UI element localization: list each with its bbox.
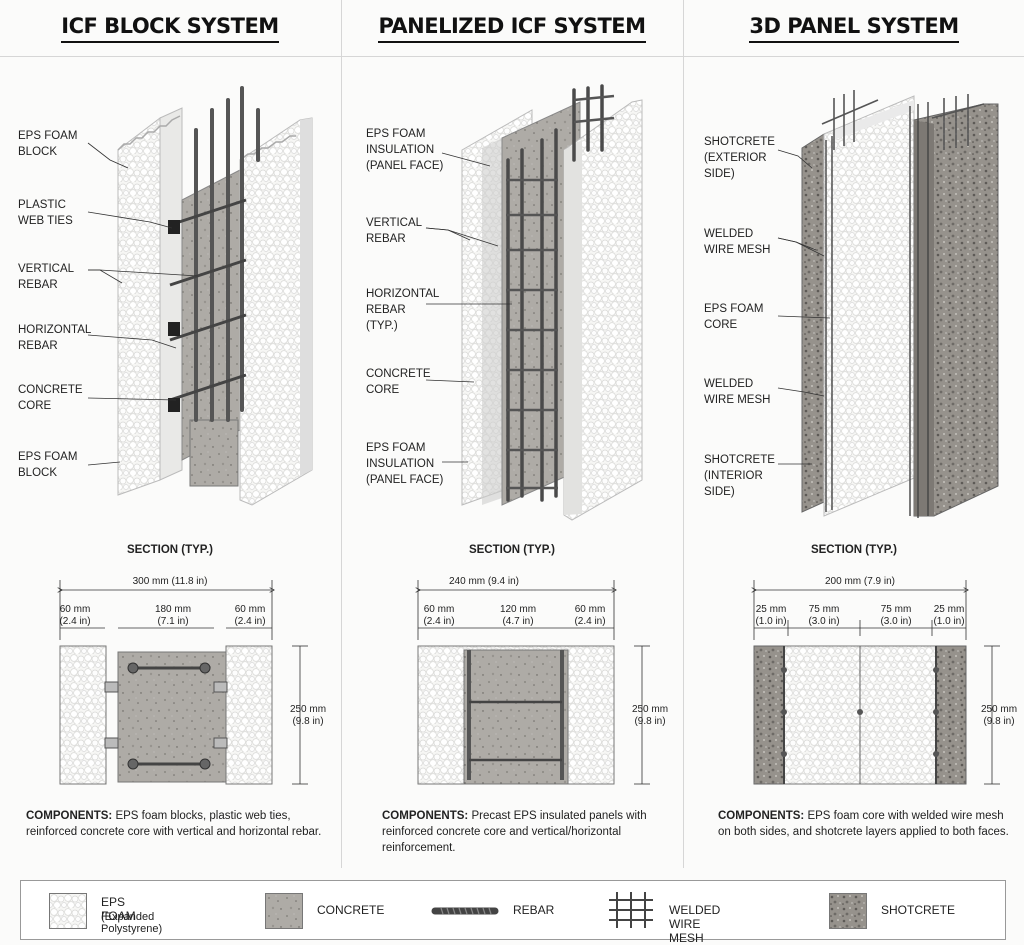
- callout-welded-wire-mesh: WELDED WIRE MESH: [704, 378, 771, 406]
- components-description: COMPONENTS: Precast EPS insulated panels…: [382, 810, 647, 854]
- part-dimension: 75 mm (3.0 in): [880, 604, 912, 627]
- icf-block-system-column: ICF BLOCK SYSTEM: [0, 0, 340, 868]
- panelized-icf-section: [342, 580, 650, 785]
- column-title: PANELIZED ICF SYSTEM: [342, 14, 682, 43]
- part-dimension: 180 mm (7.1 in): [154, 604, 192, 627]
- total-dimension: 240 mm (9.4 in): [448, 576, 520, 587]
- 3d-panel-system-column: 3D PANEL SYSTEM: [684, 0, 1024, 868]
- callout-eps-foam-insulation: EPS FOAM INSULATION (PANEL FACE): [366, 442, 444, 486]
- callout-eps-foam-core: EPS FOAM CORE: [704, 303, 764, 331]
- part-dimension: 25 mm (1.0 in): [755, 604, 787, 627]
- callout-welded-wire-mesh: WELDED WIRE MESH: [704, 228, 771, 256]
- icf-block-section: [0, 580, 308, 785]
- callout-horizontal-rebar: HORIZONTAL REBAR (TYP.): [366, 288, 440, 332]
- section-title: SECTION (TYP.): [810, 544, 898, 556]
- welded-wire-mesh-icon: [609, 892, 653, 928]
- part-dimension: 60 mm (2.4 in): [234, 604, 266, 627]
- column-divider: [341, 0, 342, 868]
- part-dimension: 60 mm (2.4 in): [423, 604, 455, 627]
- callout-horizontal-rebar: HORIZONTAL REBAR: [18, 324, 92, 352]
- 3d-panel-illustration: [777, 90, 999, 518]
- callout-concrete-core: CONCRETE CORE: [366, 368, 431, 396]
- legend: EPS FOAM (Expanded Polystyrene) CONCRETE…: [20, 880, 1006, 945]
- height-dimension: 250 mm (9.8 in): [289, 704, 327, 727]
- components-description: COMPONENTS: EPS foam core with welded wi…: [718, 810, 1009, 838]
- callout-eps-foam-block: EPS FOAM BLOCK: [18, 451, 78, 479]
- callout-eps-foam-insulation: EPS FOAM INSULATION (PANEL FACE): [366, 128, 444, 172]
- legend-label: SHOTCRETE: [881, 903, 956, 917]
- section-title: SECTION (TYP.): [468, 544, 556, 556]
- title-divider: [0, 56, 1024, 57]
- part-dimension: 75 mm (3.0 in): [808, 604, 840, 627]
- column-title: ICF BLOCK SYSTEM: [0, 14, 340, 43]
- shotcrete-swatch: [829, 893, 867, 929]
- rebar-icon: [431, 907, 499, 915]
- part-dimension: 25 mm (1.0 in): [933, 604, 965, 627]
- callout-vertical-rebar: VERTICAL REBAR: [366, 217, 423, 245]
- total-dimension: 200 mm (7.9 in): [824, 576, 896, 587]
- icf-block-illustration: [87, 86, 313, 506]
- legend-label: REBAR: [513, 903, 555, 917]
- callout-vertical-rebar: VERTICAL REBAR: [18, 263, 75, 291]
- height-dimension: 250 mm (9.8 in): [980, 704, 1018, 727]
- legend-label: WELDED WIRE MESH: [669, 903, 721, 945]
- panelized-icf-illustration: [425, 84, 643, 521]
- part-dimension: 60 mm (2.4 in): [59, 604, 91, 627]
- callout-shotcrete-exterior: SHOTCRETE (EXTERIOR SIDE): [704, 136, 775, 180]
- 3d-panel-section: [684, 580, 1000, 785]
- total-dimension: 300 mm (11.8 in): [132, 576, 208, 587]
- components-description: COMPONENTS: EPS foam blocks, plastic web…: [26, 810, 322, 838]
- eps-foam-swatch: [49, 893, 87, 929]
- legend-sublabel: (Expanded Polystyrene): [101, 911, 163, 935]
- callout-eps-foam-block: EPS FOAM BLOCK: [18, 130, 78, 158]
- height-dimension: 250 mm (9.8 in): [631, 704, 669, 727]
- column-title: 3D PANEL SYSTEM: [684, 14, 1024, 43]
- concrete-swatch: [265, 893, 303, 929]
- column-divider: [683, 0, 684, 868]
- section-title: SECTION (TYP.): [126, 544, 214, 556]
- callout-concrete-core: CONCRETE CORE: [18, 384, 83, 412]
- panelized-icf-system-column: PANELIZED ICF SYSTEM: [342, 0, 682, 868]
- callout-plastic-web-ties: PLASTIC WEB TIES: [18, 199, 73, 227]
- legend-label: CONCRETE: [317, 903, 385, 917]
- legend-label: EPS FOAM: [101, 895, 136, 923]
- callout-shotcrete-interior: SHOTCRETE (INTERIOR SIDE): [704, 454, 775, 498]
- part-dimension: 60 mm (2.4 in): [574, 604, 606, 627]
- part-dimension: 120 mm (4.7 in): [499, 604, 537, 627]
